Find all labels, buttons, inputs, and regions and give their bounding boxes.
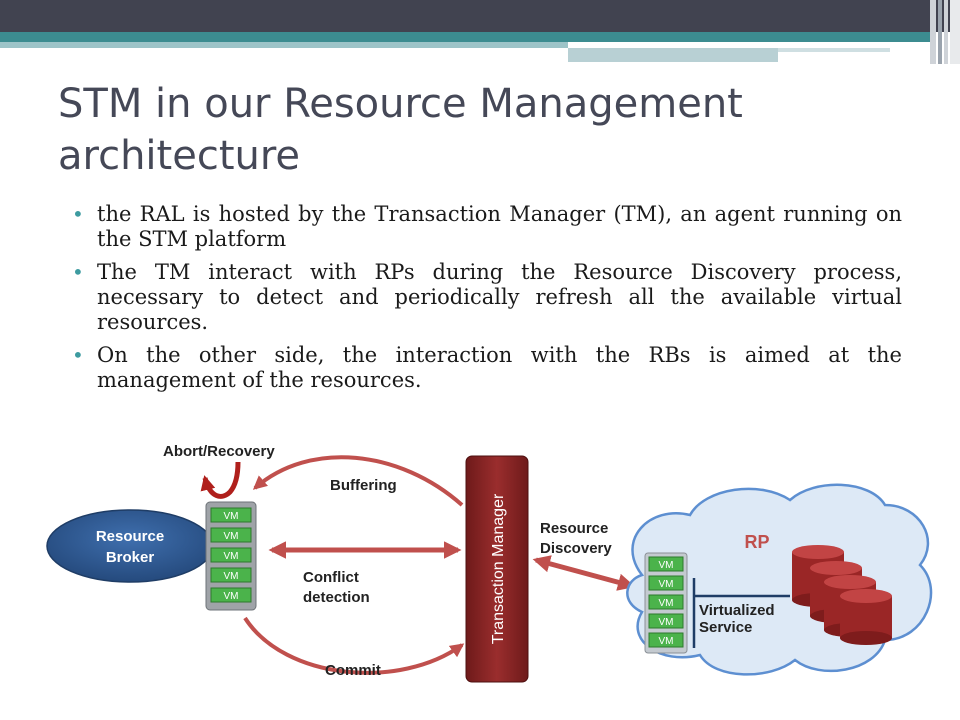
- resource-discovery-arrow: [532, 555, 636, 591]
- bullet-item: • The TM interact with RPs during the Res…: [70, 260, 902, 335]
- vm-box: VM: [210, 547, 252, 563]
- vm-box: VM: [648, 594, 684, 610]
- abort-recovery-arrow: [200, 461, 241, 499]
- bullet-icon: •: [72, 260, 84, 284]
- svg-text:VM: VM: [659, 598, 674, 609]
- vm-box: VM: [648, 632, 684, 648]
- resource-broker-node: Resource Broker: [46, 509, 214, 583]
- bullet-icon: •: [72, 202, 84, 226]
- bullet-icon: •: [72, 343, 84, 367]
- conflict-detection-label-line1: Conflict: [303, 569, 359, 586]
- svg-text:VM: VM: [224, 591, 239, 602]
- bullet-list: • the RAL is hosted by the Transaction Ma…: [70, 202, 902, 401]
- svg-text:VM: VM: [224, 551, 239, 562]
- vm-box: VM: [210, 587, 252, 603]
- commit-label: Commit: [325, 662, 381, 679]
- architecture-diagram: Abort/Recovery Buffering Conflict detect…: [46, 443, 933, 683]
- conflict-detection-label-line2: detection: [303, 589, 370, 606]
- rp-label: RP: [744, 532, 769, 552]
- vm-box: VM: [648, 613, 684, 629]
- transaction-manager-node: Transaction Manager: [465, 455, 529, 683]
- svg-text:VM: VM: [224, 511, 239, 522]
- svg-text:VM: VM: [659, 636, 674, 647]
- top-decorative-bar: [0, 0, 960, 64]
- resource-broker-label-line2: Broker: [106, 549, 155, 566]
- vm-box: VM: [648, 556, 684, 572]
- vm-box: VM: [648, 575, 684, 591]
- virtualization-bracket: [692, 578, 790, 648]
- database-disk-icon: [840, 589, 892, 645]
- bullet-item: • the RAL is hosted by the Transaction Ma…: [70, 202, 902, 252]
- svg-text:VM: VM: [224, 571, 239, 582]
- resource-broker-label-line1: Resource: [96, 528, 164, 545]
- bullet-item: • On the other side, the interaction with…: [70, 343, 902, 393]
- commit-arrow: [243, 616, 465, 675]
- buffering-arrow: [252, 455, 464, 507]
- svg-text:VM: VM: [659, 617, 674, 628]
- svg-text:VM: VM: [659, 579, 674, 590]
- svg-text:VM: VM: [224, 531, 239, 542]
- vm-box: VM: [210, 507, 252, 523]
- virtualized-service-label-line2: Service: [699, 619, 752, 636]
- vm-box: VM: [210, 527, 252, 543]
- bullet-text: The TM interact with RPs during the Reso…: [97, 260, 902, 334]
- resource-discovery-label-line2: Discovery: [540, 540, 612, 557]
- resource-discovery-label-line1: Resource: [540, 520, 608, 537]
- slide-title: STM in our Resource Management architect…: [58, 81, 743, 179]
- svg-text:VM: VM: [659, 560, 674, 571]
- abort-recovery-label: Abort/Recovery: [163, 443, 275, 460]
- bullet-text: the RAL is hosted by the Transaction Man…: [97, 202, 902, 251]
- vm-box: VM: [210, 567, 252, 583]
- buffering-label: Buffering: [330, 477, 397, 494]
- transaction-manager-label: Transaction Manager: [490, 493, 507, 644]
- virtualized-service-label-line1: Virtualized: [699, 602, 775, 619]
- bullet-text: On the other side, the interaction with …: [97, 343, 902, 392]
- vm-stack-right: VM VM VM VM VM: [644, 552, 688, 654]
- vm-stack-left: VM VM VM VM VM: [205, 501, 257, 611]
